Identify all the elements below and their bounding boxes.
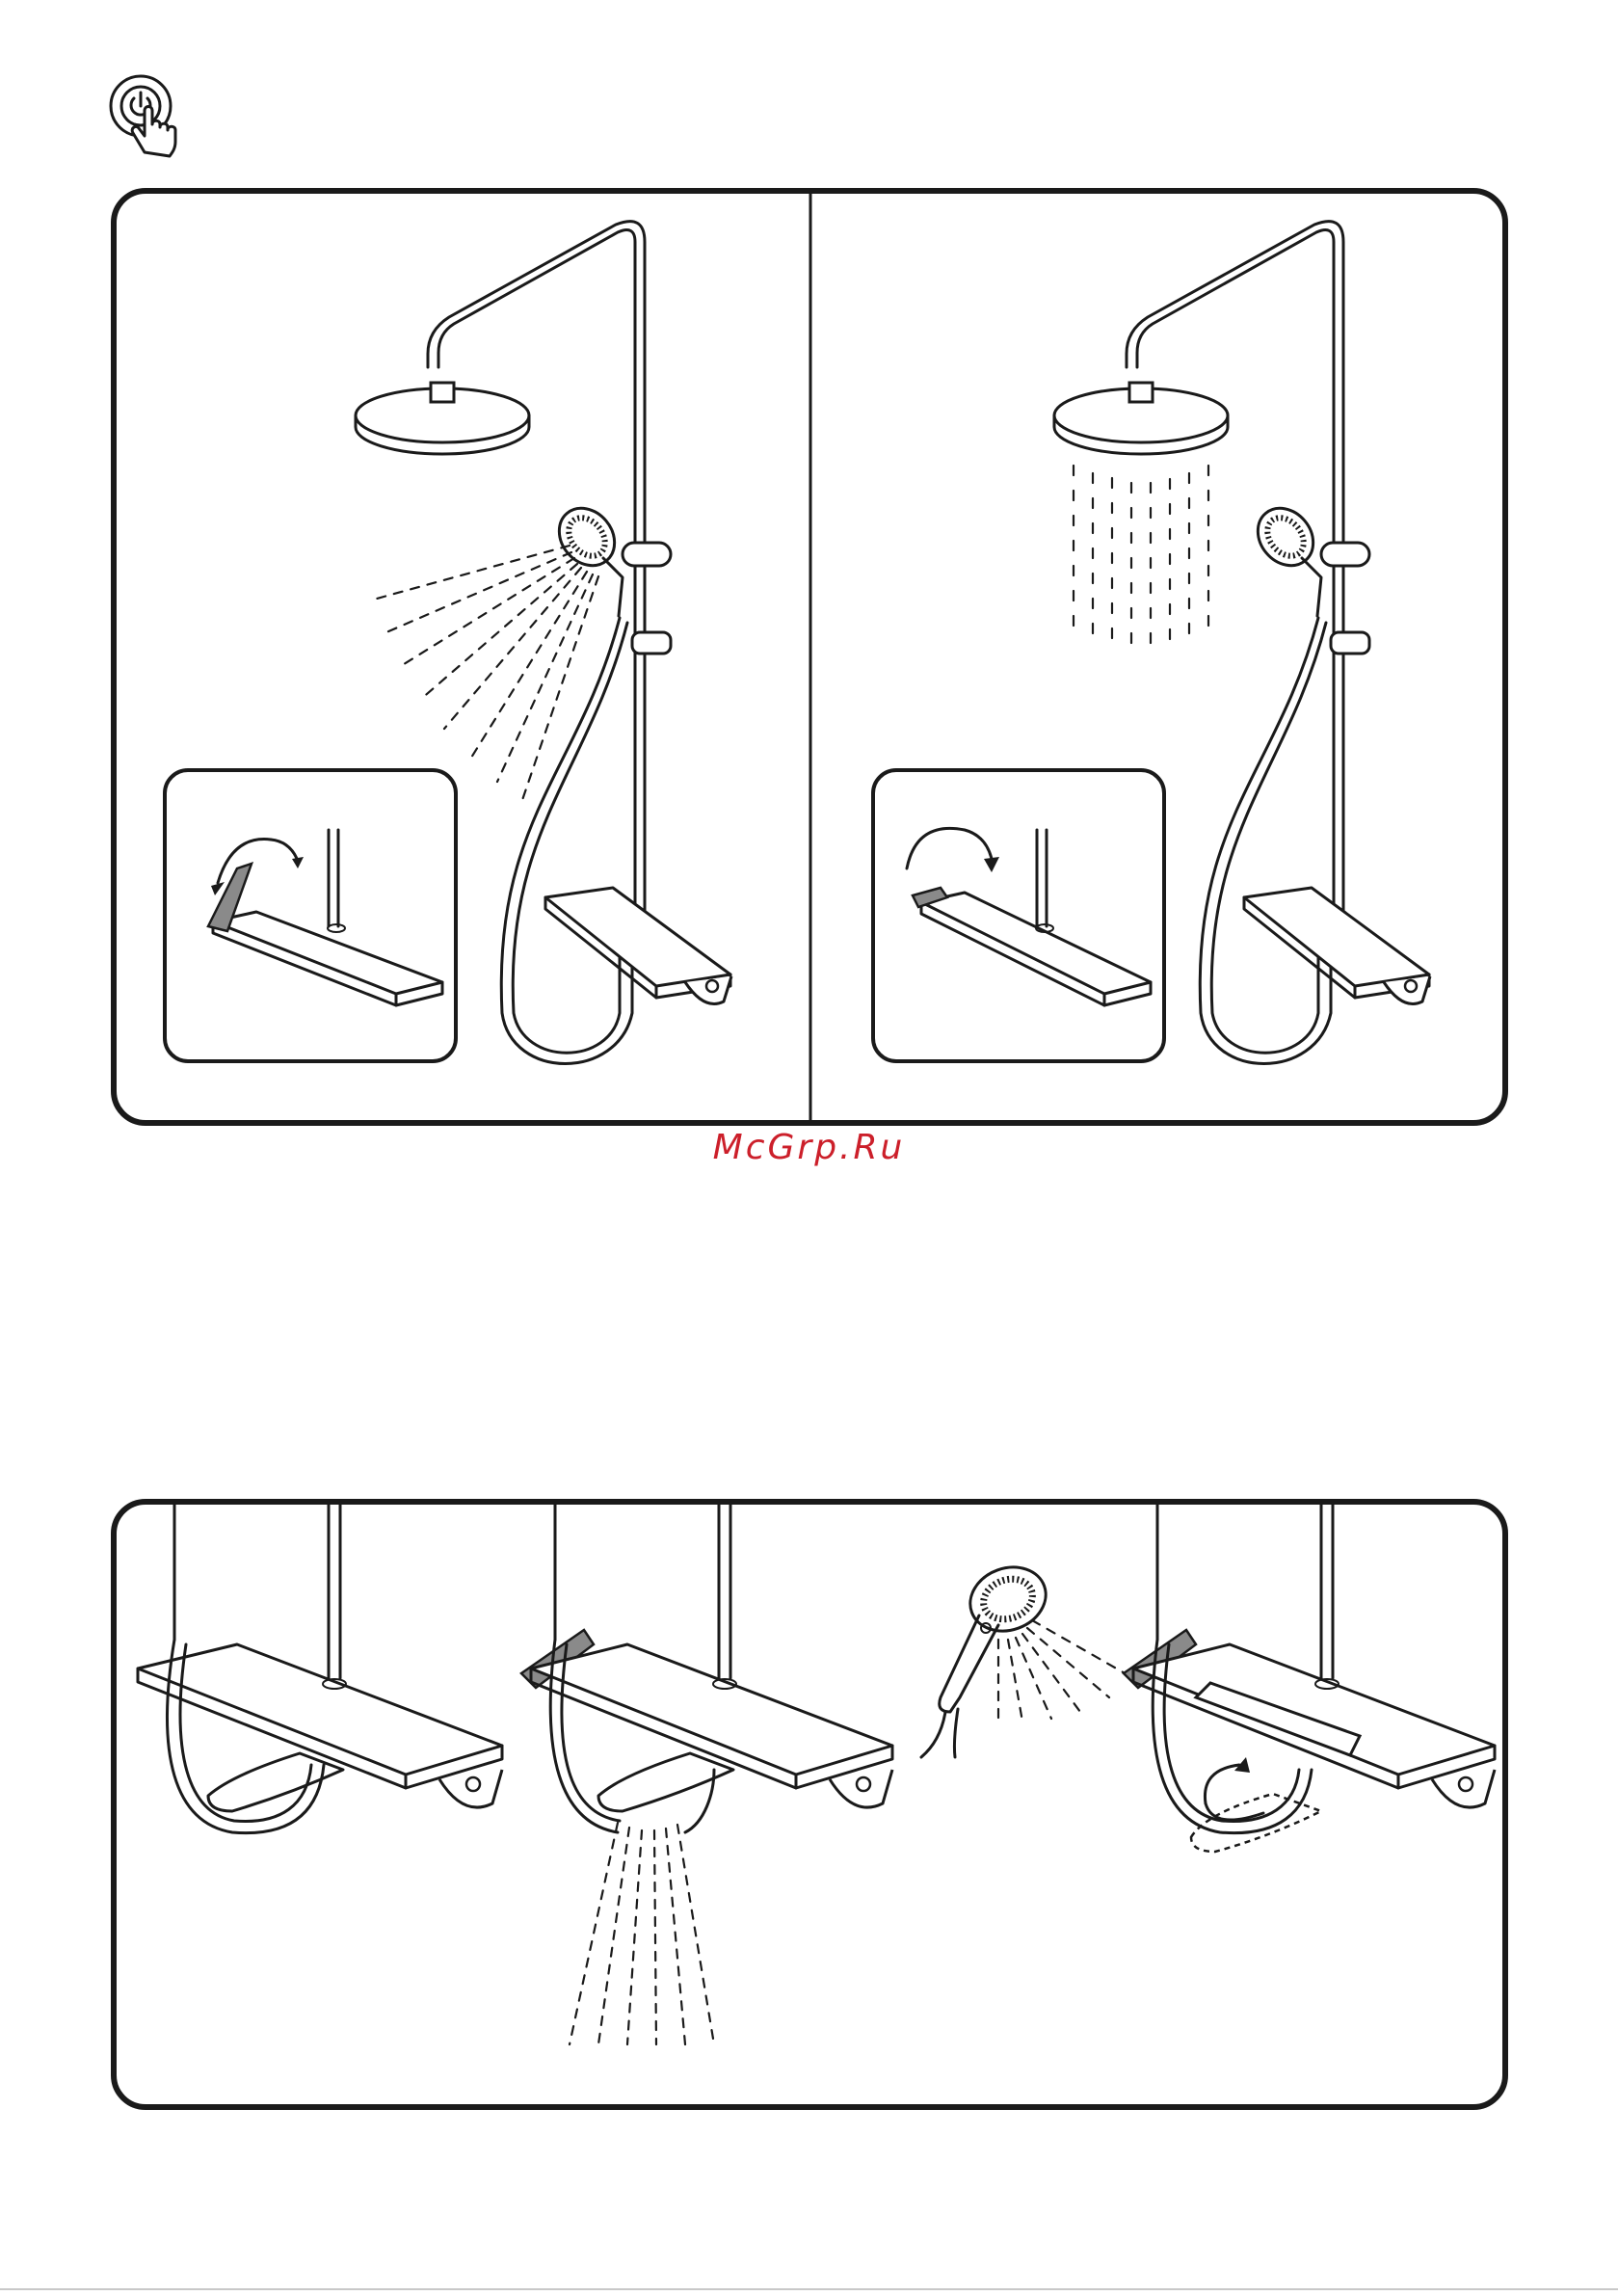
hand-shower — [921, 1557, 1055, 1757]
overhead-shower-rain — [1074, 466, 1208, 656]
touch-button-icon — [104, 69, 193, 158]
hand-shower — [1247, 497, 1369, 654]
scene-shelf-neutral — [138, 1505, 502, 1833]
scene-handshower-on-spout-folded — [921, 1505, 1495, 1852]
watermark: McGrp.Ru — [0, 1128, 1618, 1167]
top-illustration-panel — [111, 188, 1508, 1126]
hand-shower-spray — [377, 546, 598, 803]
spout-water — [570, 1823, 714, 2044]
watermark-text: McGrp.Ru — [713, 1128, 906, 1167]
scene-overhead-shower-on — [873, 222, 1430, 1064]
shelf-thermostat — [1244, 888, 1430, 1004]
bottom-illustration-panel — [111, 1499, 1508, 2110]
shelf-thermostat — [545, 888, 731, 1004]
overhead-shower-head — [1054, 383, 1228, 454]
scene-handshower-on — [165, 222, 731, 1064]
footer-rule — [0, 2288, 1618, 2290]
hand-shower — [548, 497, 671, 654]
overhead-shower-head — [356, 383, 529, 454]
scene-spout-on — [521, 1505, 892, 2044]
hand-shower-spray — [998, 1620, 1133, 1722]
inset-handle-rotation — [165, 770, 456, 1061]
inset-handle-rotation — [873, 770, 1164, 1061]
